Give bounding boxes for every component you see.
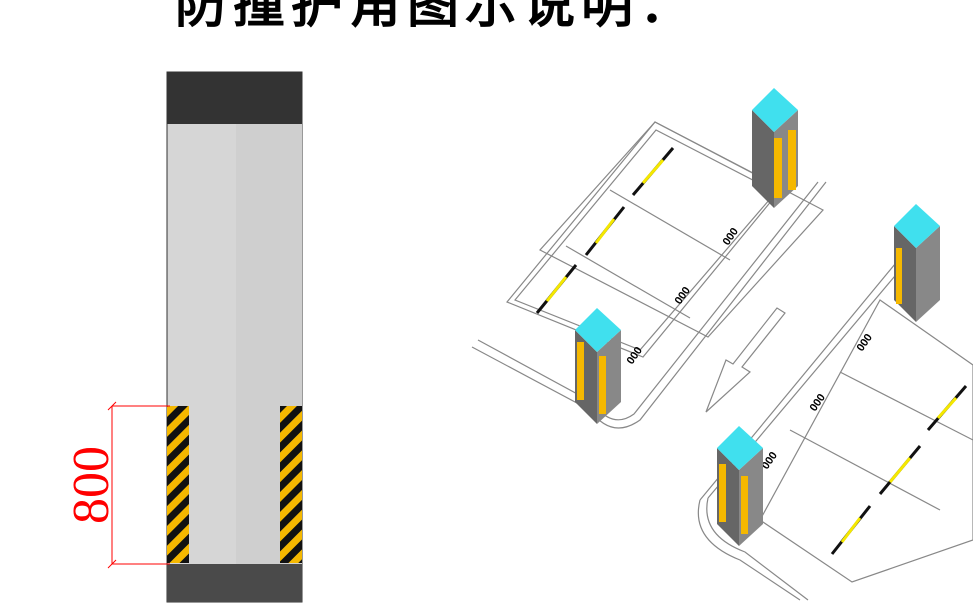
dimension-value: 800 [63,446,120,524]
iso-column-1 [752,88,798,208]
space-codes: 000 000 000 000 000 000 [625,226,875,472]
space-markers [535,147,968,555]
space-code: 000 [855,332,875,354]
iso-column-4 [717,426,763,546]
direction-arrow [705,307,786,413]
page-title: 防撞护角图示说明： [175,0,698,35]
space-code: 000 [673,285,693,307]
iso-column-3 [575,308,621,424]
space-code: 000 [721,226,741,248]
corner-guard-right [280,406,302,563]
corner-guard-left [167,406,189,563]
space-code: 000 [808,392,828,414]
column-base [167,564,302,602]
iso-column-2 [894,204,940,322]
column-elevation [166,71,303,603]
height-dimension [107,401,170,569]
column-top-cap [167,72,302,124]
